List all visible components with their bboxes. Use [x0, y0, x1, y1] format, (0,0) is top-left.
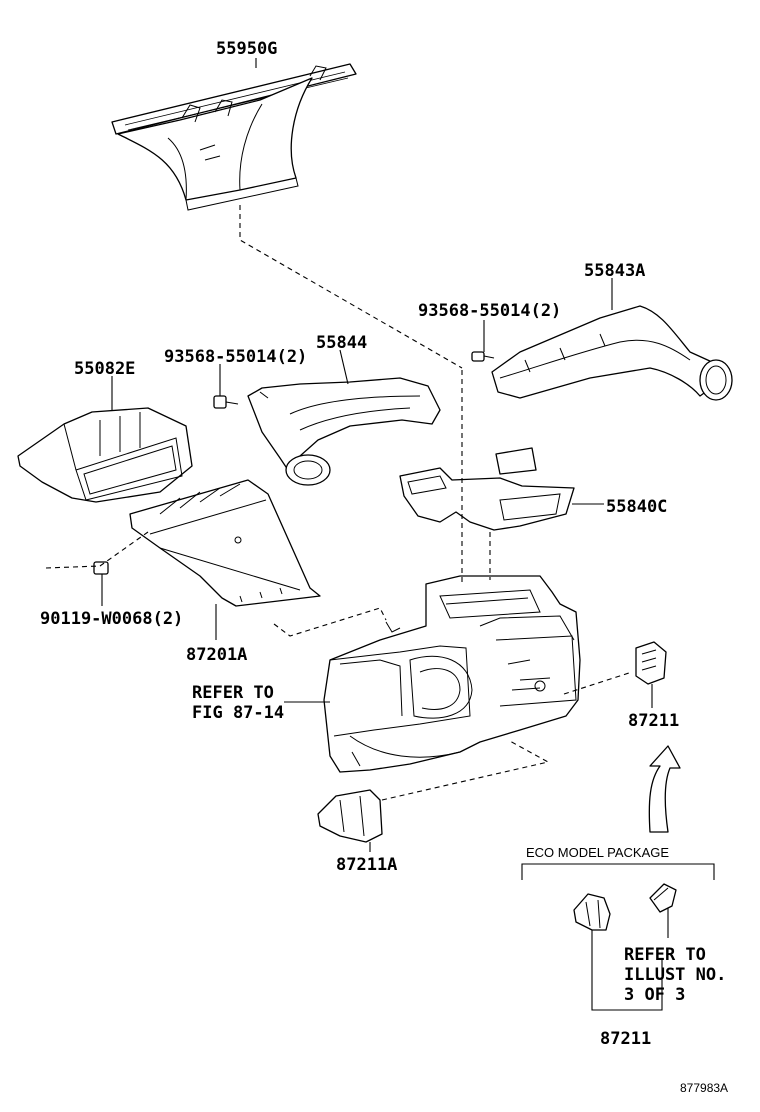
leader-55844: [339, 349, 349, 385]
part-eco-connector: [649, 883, 677, 913]
label-90119: 90119-W0068(2): [40, 609, 183, 629]
label-87211a: 87211A: [336, 855, 397, 875]
label-87211-upper: 87211: [628, 711, 679, 731]
label-refer-illust-2: ILLUST NO.: [624, 965, 726, 985]
label-87211-bottom: 87211: [600, 1029, 651, 1049]
label-87201a: 87201A: [186, 645, 247, 665]
eco-package-bracket: [521, 863, 715, 880]
part-90119-screw: [93, 561, 109, 575]
label-93568-right: 93568-55014(2): [418, 301, 561, 321]
label-55082e: 55082E: [74, 359, 135, 379]
label-refer-fig-2: FIG 87-14: [192, 703, 284, 723]
part-55843a-duct: [491, 305, 733, 401]
label-refer-illust-3: 3 OF 3: [624, 985, 685, 1005]
label-55950g: 55950G: [216, 39, 277, 59]
leader-55950g-to-case: [239, 205, 463, 369]
part-87201a-cover: [129, 479, 321, 607]
label-refer-illust-1: REFER TO: [624, 945, 706, 965]
leader-87211-to-case: [563, 671, 633, 695]
label-drawing-id: 877983A: [680, 1081, 728, 1095]
part-55082e-register: [17, 407, 193, 503]
part-87211-actuator-upper: [635, 641, 667, 685]
leader-87211a-to-case: [381, 739, 550, 801]
label-93568-left: 93568-55014(2): [164, 347, 307, 367]
part-87211-actuator-eco: [573, 893, 611, 931]
leader-87211-bottom: [591, 930, 663, 1011]
label-55844: 55844: [316, 333, 367, 353]
part-55844-duct: [247, 377, 441, 486]
part-87211a-actuator: [317, 789, 383, 843]
label-55843a: 55843A: [584, 261, 645, 281]
part-93568-bolt-right: [471, 351, 495, 362]
part-55950g-defroster-nozzle: [111, 63, 357, 211]
part-heater-case-assembly: [323, 575, 581, 773]
part-93568-bolt-left: [213, 395, 239, 409]
label-eco-package: ECO MODEL PACKAGE: [526, 845, 669, 860]
leader-cover-to-case: [273, 607, 387, 637]
label-refer-fig-1: REFER TO: [192, 683, 274, 703]
leader-screw-dash: [45, 531, 149, 569]
arrow-to-87211: [648, 745, 681, 833]
label-55840c: 55840C: [606, 497, 667, 517]
part-55840c-duct: [399, 447, 575, 531]
